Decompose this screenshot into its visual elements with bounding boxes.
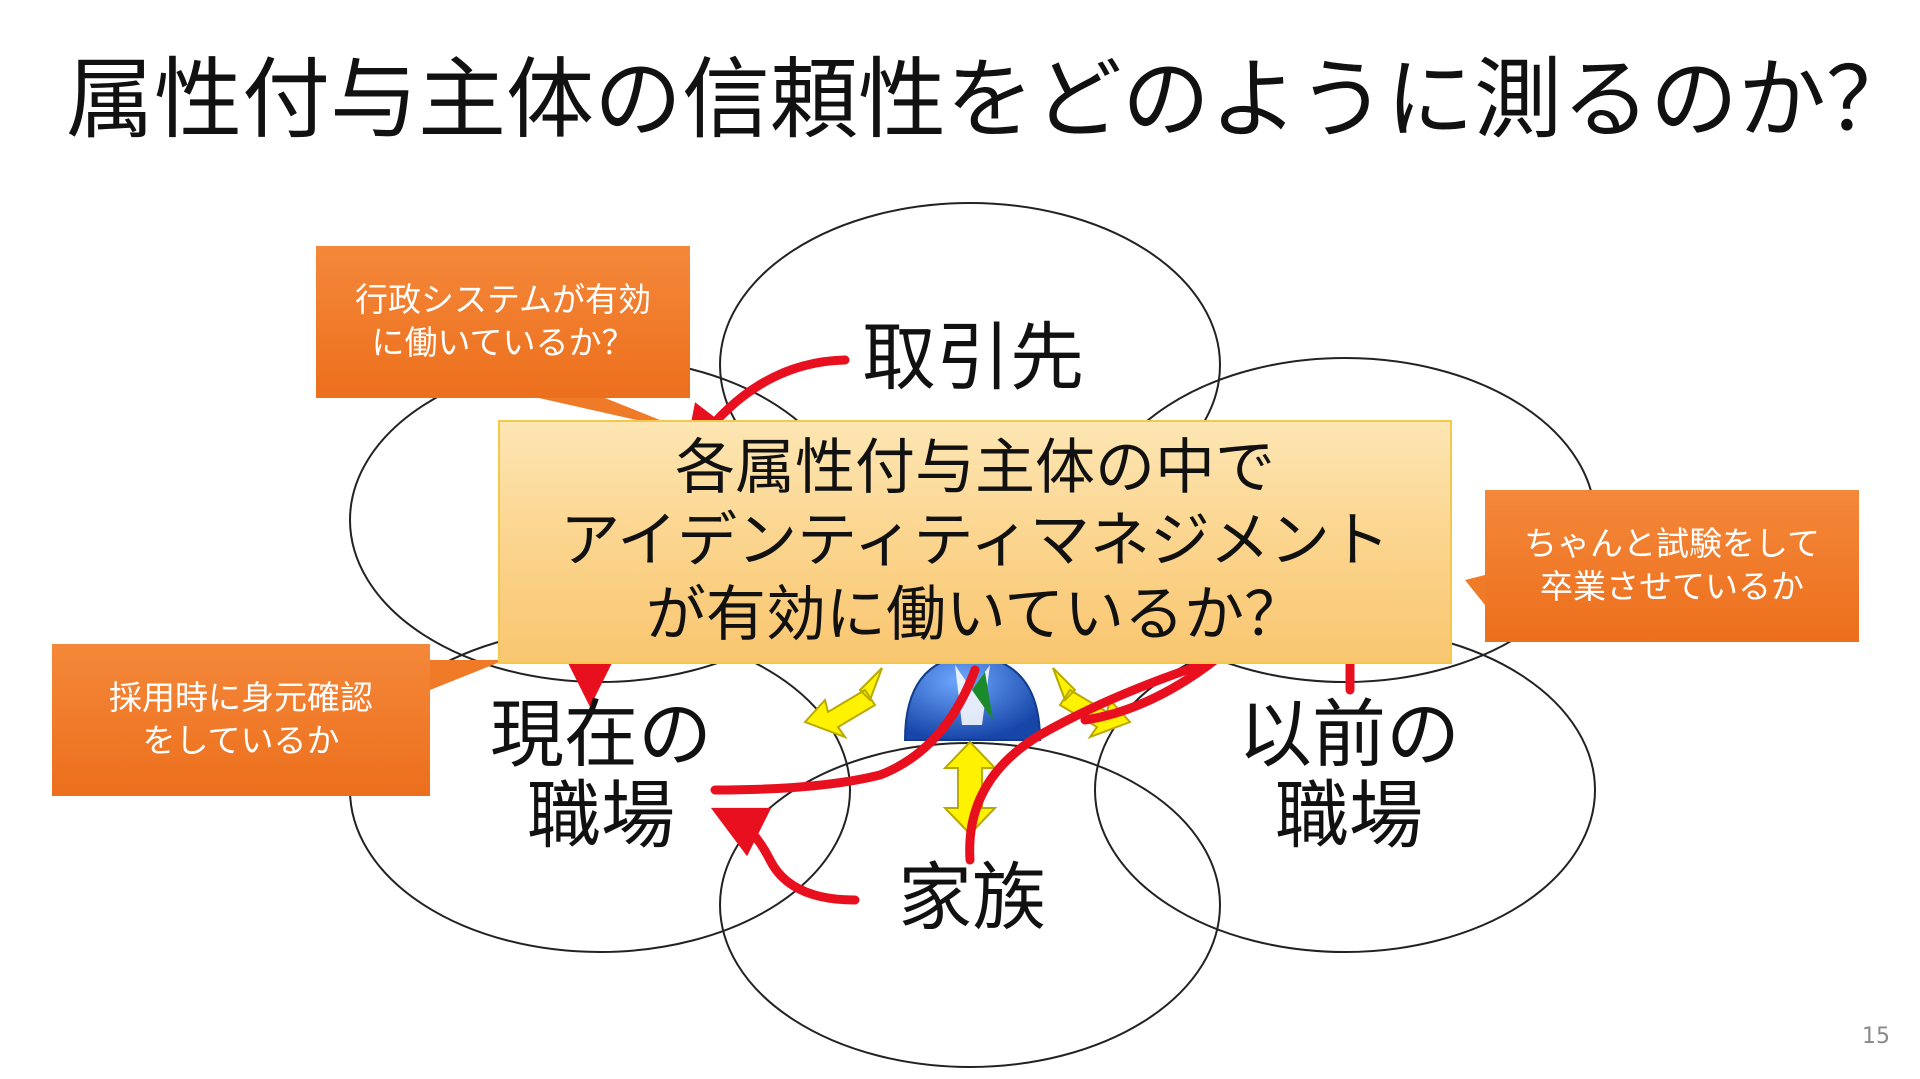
node-label-current-workplace-line2: 職場 [527,773,675,860]
central-question-line3: が有効に働いているか？ [645,579,1305,650]
node-label-previous-workplace-line2: 職場 [1275,773,1423,860]
node-label-current-workplace: 現在の 職場 [490,692,712,860]
yellow-arrow-lower-left [803,667,883,740]
node-label-family: 家族 [898,855,1046,941]
node-label-family-line1: 家族 [898,855,1046,941]
callout-hiring-line1: 採用時に身元確認 [109,678,373,718]
callout-hiring-line2: をしているか [142,721,340,760]
callout-school-pointer [1465,575,1485,605]
central-question-line1: 各属性付与主体の中で [675,433,1275,504]
node-label-trading-partner-line1: 取引先 [862,315,1084,401]
callout-school: ちゃんと試験をして 卒業させているか [1485,490,1859,642]
page-number: 15 [1862,1024,1890,1049]
callout-school-line2: 卒業させているか [1540,567,1804,606]
callout-government: 行政システムが有効 に働いているか？ [316,246,690,398]
node-label-previous-workplace-line1: 以前の [1238,692,1460,778]
central-question-line2: アイデンティティマネジメント [560,506,1390,577]
node-label-current-workplace-line1: 現在の [490,692,712,778]
callout-school-line1: ちゃんと試験をして [1523,524,1820,564]
red-arrow-center-to-current [710,665,980,795]
person-icon [903,653,1042,741]
red-arrow-family-to-current [710,807,860,905]
red-arrow-family-up [965,657,1215,865]
callout-government-line1: 行政システムが有効 [354,280,651,320]
callout-hiring-pointer [430,660,505,690]
callout-hiring: 採用時に身元確認 をしているか [52,644,430,796]
node-label-trading-partner: 取引先 [862,315,1084,401]
central-question-box: 各属性付与主体の中で アイデンティティマネジメント が有効に働いているか？ [498,420,1452,664]
page-title: 属性付与主体の信頼性をどのように測るのか？ [66,48,1915,151]
red-arrow-right-curve [1080,655,1220,725]
node-label-previous-workplace: 以前の 職場 [1238,692,1460,860]
callout-government-line2: に働いているか？ [371,323,635,362]
